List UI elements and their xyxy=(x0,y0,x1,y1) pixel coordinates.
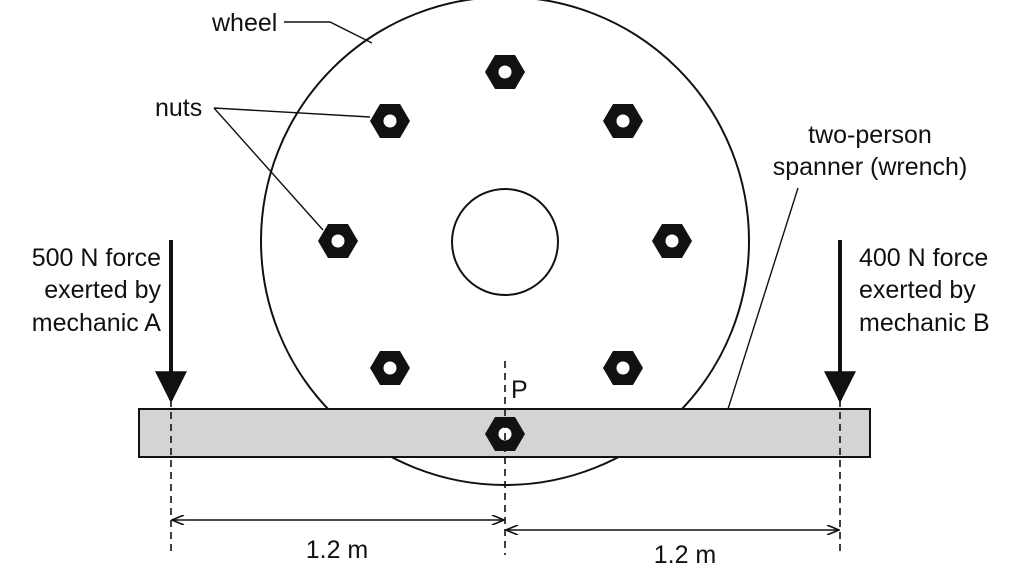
force-a-label-line1: 500 N force xyxy=(32,244,161,272)
force-b-label-line2: exerted by xyxy=(859,276,976,304)
nuts-leader-line-1 xyxy=(213,107,371,118)
force-b-label-line3: mechanic B xyxy=(859,309,990,337)
force-a-label-line2: exerted by xyxy=(44,276,161,304)
spanner-label-line2: spanner (wrench) xyxy=(773,153,968,181)
wheel-label: wheel xyxy=(211,9,277,37)
wheel-leader-line xyxy=(284,21,373,44)
distance-left-label: 1.2 m xyxy=(306,536,369,564)
nuts-leader-line-2 xyxy=(213,107,324,231)
force-a-label-line3: mechanic A xyxy=(32,309,162,337)
nuts-label: nuts xyxy=(155,94,202,122)
pivot-label: P xyxy=(511,376,528,404)
distance-right-label: 1.2 m xyxy=(654,541,717,569)
spanner-leader-line xyxy=(727,187,799,410)
spanner-label-line1: two-person xyxy=(808,121,932,149)
wheel-hub xyxy=(451,188,559,296)
force-b-label-line1: 400 N force xyxy=(859,244,988,272)
